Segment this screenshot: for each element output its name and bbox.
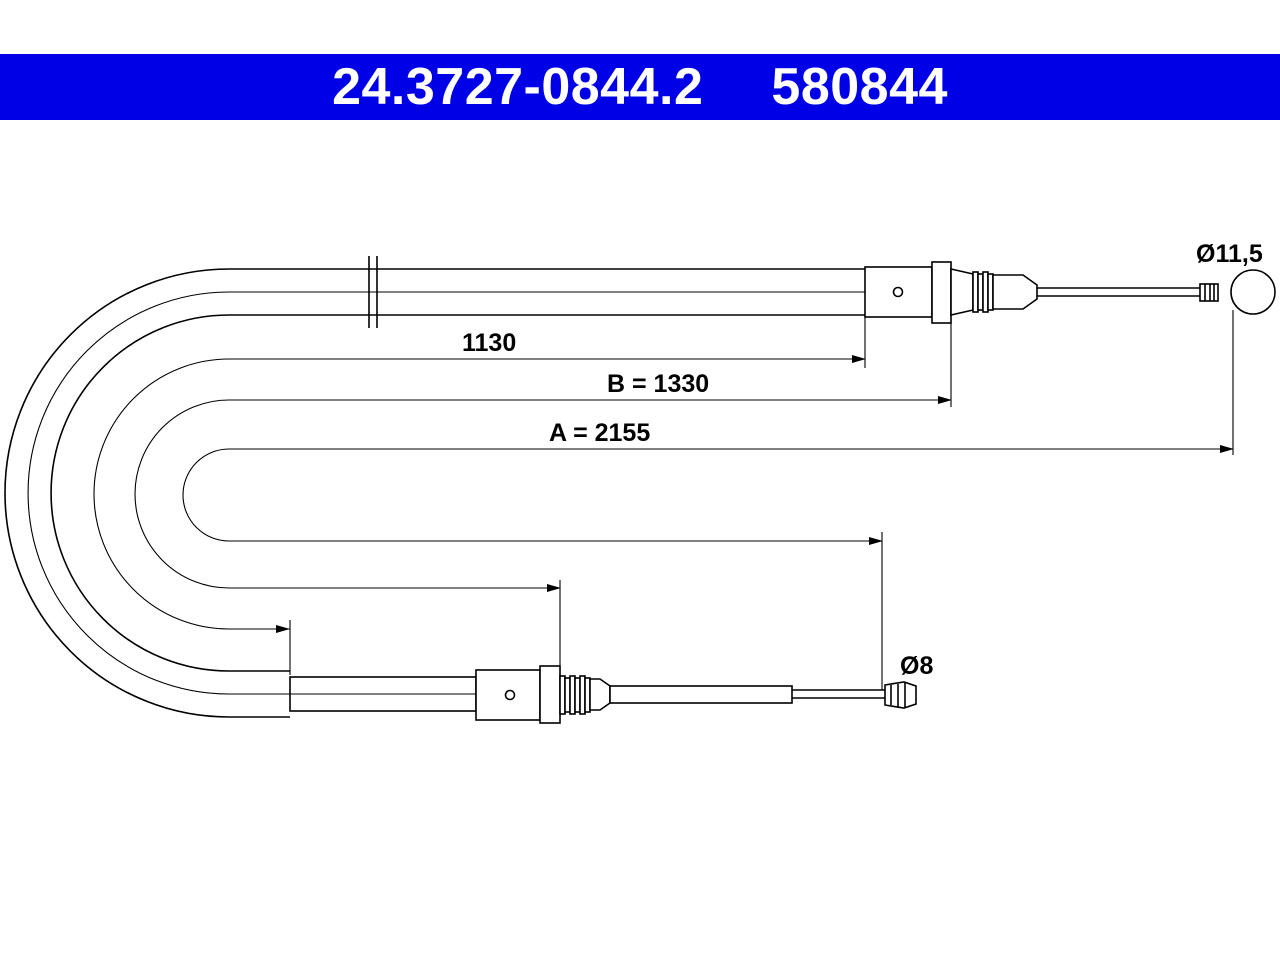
- bottom-nose: [589, 678, 611, 711]
- top-collar: [931, 261, 952, 324]
- diameter-label-bottom: Ø8: [900, 652, 933, 680]
- top-nose: [992, 274, 1038, 310]
- arrow-bottom-end: [869, 537, 883, 545]
- sheath-outer-edge: [4, 268, 865, 718]
- top-threads: [972, 271, 994, 313]
- bottom-collar: [539, 665, 561, 724]
- dim-line-1130: [93, 358, 862, 630]
- dim-line-1330: [134, 399, 950, 589]
- dim-label-b: B = 1330: [607, 370, 709, 398]
- arrow-bottom-ferrule: [547, 584, 561, 592]
- dim-line-2155: [182, 448, 1233, 542]
- arrow-bottom-sheath: [276, 625, 290, 633]
- arrow-2155: [1220, 445, 1234, 453]
- bottom-threads: [559, 675, 591, 715]
- top-sleeve-hole: [892, 286, 904, 298]
- reference-number: 580844: [771, 58, 948, 116]
- top-taper: [950, 267, 974, 317]
- part-number: 24.3727-0844.2: [332, 58, 704, 116]
- sheath-inner-edge: [50, 314, 865, 672]
- top-ball-end: [1230, 269, 1276, 315]
- bottom-sleeve-hole: [504, 689, 516, 701]
- diameter-label-top: Ø11,5: [1196, 240, 1263, 268]
- header-banner: 24.3727-0844.2 580844: [0, 54, 1280, 120]
- arrow-1130: [852, 355, 866, 363]
- dim-label-1130: 1130: [462, 329, 516, 357]
- top-wire-crimp: [1199, 283, 1219, 302]
- bottom-end-nipple: [884, 681, 917, 709]
- arrow-1330: [938, 396, 952, 404]
- sheath-centerline: [27, 291, 865, 695]
- bottom-inner-tube: [609, 685, 793, 704]
- dim-label-a: A = 2155: [549, 419, 650, 447]
